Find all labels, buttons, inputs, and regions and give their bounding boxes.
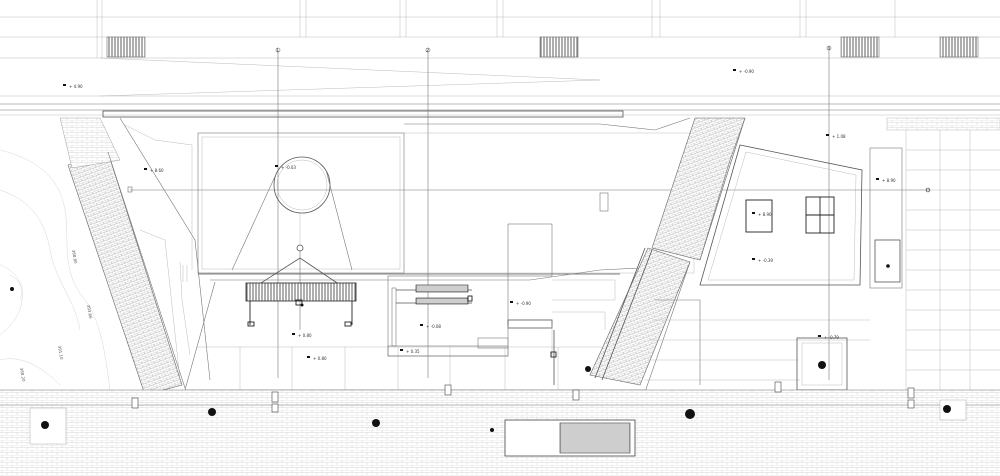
right-pavilion [599,144,903,391]
axis-label-2: 2 [426,48,429,54]
level-label-bottom-right: + -0.79 [824,335,839,340]
axis-label-d: D [926,188,930,194]
level-label-center-a: + -0.08 [426,324,441,329]
level-label-center-b: + -0.90 [516,301,531,306]
building-facade [0,0,1000,118]
level-label-circle: + -0.03 [281,165,296,170]
level-label-bench: + 0.80 [298,333,312,338]
level-label-bench-low: + 0.80 [313,356,327,361]
slope-label-c: 391.10 [57,345,64,360]
slope-label-a: 388.80 [71,249,78,264]
left-terrain: 388.80 393.66 391.10 388.20 [0,149,111,391]
level-label-right-top: + 1.08 [832,134,846,139]
level-label-top-right: + -0.90 [739,69,754,74]
axis-label-3: 3 [827,46,830,52]
right-staircase [589,117,746,393]
left-staircase [59,117,211,396]
level-label-table-a: + 8.90 [758,212,772,217]
slope-label-b: 393.66 [86,304,93,319]
level-annotations: + 4.90 + -0.90 + 8.60 + -0.03 + 1.08 + 8… [63,69,896,361]
ground-paving [0,303,1000,476]
axis-label-1: 1 [276,48,279,54]
level-label-left-terrace: + 8.60 [150,168,164,173]
level-label-center-step: + 0.35 [406,349,420,354]
axis-lines: 1 2 3 D [127,45,931,380]
right-brick-wall [886,117,1000,400]
level-label-top-left: + 4.90 [69,84,83,89]
level-label-right-mid: + -0.39 [758,258,773,263]
central-zone [184,117,695,391]
level-label-right-edge: + 8.90 [882,178,896,183]
slope-label-d: 388.20 [19,367,26,382]
